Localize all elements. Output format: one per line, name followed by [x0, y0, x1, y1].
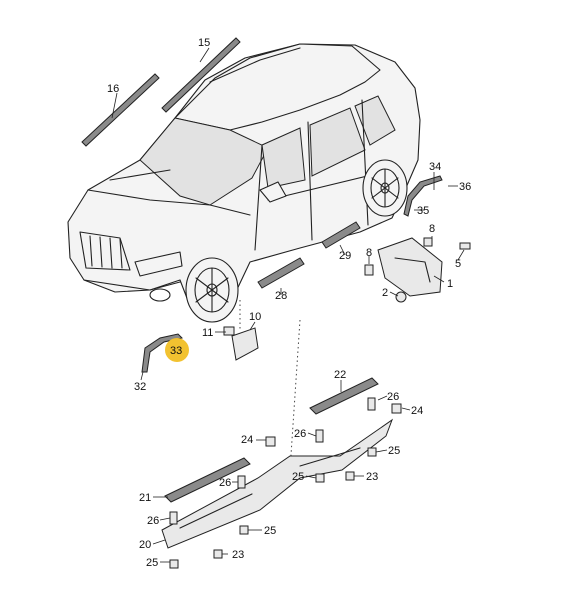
wheel-arch-trim-front[interactable]	[141, 333, 183, 373]
callout-8b[interactable]: 8	[366, 247, 372, 259]
callout-1[interactable]: 1	[447, 278, 453, 290]
callout-34[interactable]: 34	[429, 161, 441, 173]
front-wheel	[185, 257, 239, 323]
callout-25c[interactable]: 25	[264, 525, 276, 537]
callout-2[interactable]: 2	[382, 287, 388, 299]
front-mud-guard[interactable]	[231, 327, 259, 361]
screw-fastener[interactable]	[315, 429, 324, 443]
callout-25a[interactable]: 25	[388, 445, 400, 457]
nut-fastener[interactable]	[395, 291, 407, 303]
clip-fastener[interactable]	[265, 436, 276, 447]
grille-bars	[89, 235, 123, 269]
sill-insert-rear[interactable]	[321, 221, 361, 249]
screw-fastener[interactable]	[459, 242, 471, 250]
callout-25d[interactable]: 25	[146, 557, 158, 569]
callout-25b[interactable]: 25	[292, 471, 304, 483]
callout-24a[interactable]: 24	[411, 405, 423, 417]
callout-23a[interactable]: 23	[366, 471, 378, 483]
callout-26c[interactable]: 26	[219, 477, 231, 489]
callout-21[interactable]: 21	[139, 492, 151, 504]
callout-11[interactable]: 11	[202, 327, 213, 339]
screw-fastener[interactable]	[169, 511, 178, 525]
callout-35[interactable]: 35	[417, 205, 429, 217]
highlight-marker	[165, 338, 189, 362]
callout-22[interactable]: 22	[334, 369, 346, 381]
nut-fastener[interactable]	[239, 525, 249, 535]
callout-33[interactable]: 33	[170, 345, 182, 357]
callout-24b[interactable]: 24	[241, 434, 253, 446]
clip-fastener[interactable]	[364, 264, 374, 276]
rear-mud-guard[interactable]	[377, 237, 443, 297]
sill-strip-lower[interactable]	[164, 457, 251, 503]
sill-strip-upper[interactable]	[309, 377, 379, 415]
callout-16[interactable]: 16	[107, 83, 119, 95]
callout-10[interactable]: 10	[249, 311, 261, 323]
nut-fastener[interactable]	[213, 549, 223, 559]
callout-32[interactable]: 32	[134, 381, 146, 393]
roof-trim-strip-right[interactable]	[161, 37, 241, 113]
callout-20[interactable]: 20	[139, 539, 151, 551]
callout-36[interactable]: 36	[459, 181, 471, 193]
callout-23b[interactable]: 23	[232, 549, 244, 561]
wheel-arch-trim-rear[interactable]	[403, 175, 443, 217]
nut-fastener[interactable]	[345, 471, 355, 481]
clip-fastener[interactable]	[423, 237, 433, 247]
callout-8[interactable]: 8	[429, 223, 435, 235]
callout-5[interactable]: 5	[455, 258, 461, 270]
sill-insert-front[interactable]	[257, 257, 305, 289]
sill-panel[interactable]	[161, 418, 394, 549]
leader-lines	[111, 47, 465, 563]
nut-fastener[interactable]	[315, 473, 325, 483]
fasteners	[169, 237, 471, 569]
callout-labels: 15 16 34 36 35 8 5 1 2 8 29 28 10 11 33 …	[107, 37, 471, 569]
screw-fastener[interactable]	[237, 475, 246, 489]
callout-15[interactable]: 15	[198, 37, 210, 49]
nut-fastener[interactable]	[169, 559, 179, 569]
roof-trim-strip-left[interactable]	[81, 73, 160, 147]
clip-fastener[interactable]	[223, 326, 235, 336]
callout-26b[interactable]: 26	[294, 428, 306, 440]
nut-fastener[interactable]	[367, 447, 377, 457]
callout-26a[interactable]: 26	[387, 391, 399, 403]
callout-26d[interactable]: 26	[147, 515, 159, 527]
callout-28[interactable]: 28	[275, 290, 287, 302]
callout-29[interactable]: 29	[339, 250, 351, 262]
screw-fastener[interactable]	[367, 397, 376, 411]
vehicle-illustration	[67, 43, 421, 323]
rear-wheel	[362, 159, 408, 217]
clip-fastener[interactable]	[391, 403, 402, 414]
